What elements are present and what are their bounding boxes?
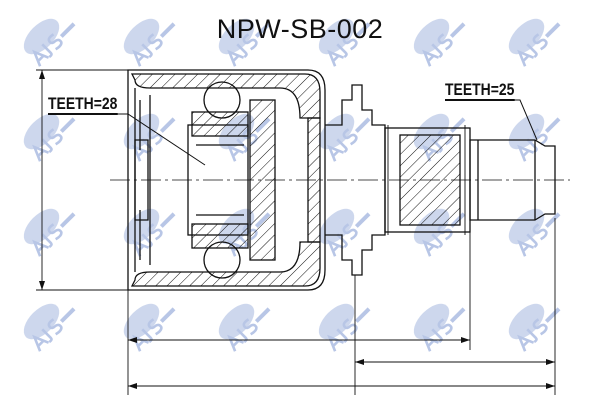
dimension-lengths	[128, 339, 555, 387]
housing-bottom-hatch	[130, 241, 321, 287]
teeth-left-label: TEETH=28	[48, 94, 118, 115]
leader-right	[445, 99, 538, 141]
extension-lines	[127, 218, 556, 395]
spline	[469, 139, 556, 221]
ajs-parts-watermark-logo	[23, 18, 76, 67]
housing-outline	[127, 69, 326, 291]
leader-left	[48, 113, 206, 166]
part-number-title: NPW-SB-002	[216, 14, 384, 44]
ajs-parts-watermark-logo	[413, 18, 466, 67]
dimension-height	[36, 69, 128, 291]
ajs-parts-watermark-logo	[413, 303, 466, 352]
roller-bottom	[203, 241, 241, 279]
roller-top	[203, 81, 241, 119]
dimension-shaft	[387, 125, 466, 235]
ajs-parts-watermark-logo	[508, 303, 561, 352]
spline-lines	[477, 140, 536, 220]
arrowheads-horizontal	[128, 337, 555, 389]
ajs-parts-watermark-logo	[23, 303, 76, 352]
ajs-parts-watermark-logo	[123, 18, 176, 67]
ajs-parts-watermark-logo	[123, 303, 176, 352]
tripod-top-hatch	[191, 111, 249, 137]
ajs-parts-watermark-logo	[218, 303, 271, 352]
tulip-inner-box	[134, 139, 149, 221]
ajs-parts-watermark-logo	[318, 303, 371, 352]
ajs-parts-watermark-logo	[508, 18, 561, 67]
ajs-parts-watermark-logo	[318, 113, 371, 162]
ajs-parts-watermark-logo	[23, 113, 76, 162]
ajs-parts-watermark-logo	[218, 18, 271, 67]
ajs-parts-watermark-logo	[23, 208, 76, 257]
ajs-parts-watermark-logo	[318, 18, 371, 67]
tripod-bottom-hatch	[191, 223, 249, 249]
housing-top-hatch	[130, 73, 321, 119]
tripod-lines	[196, 144, 244, 216]
teeth-right-label: TEETH=25	[445, 80, 515, 101]
